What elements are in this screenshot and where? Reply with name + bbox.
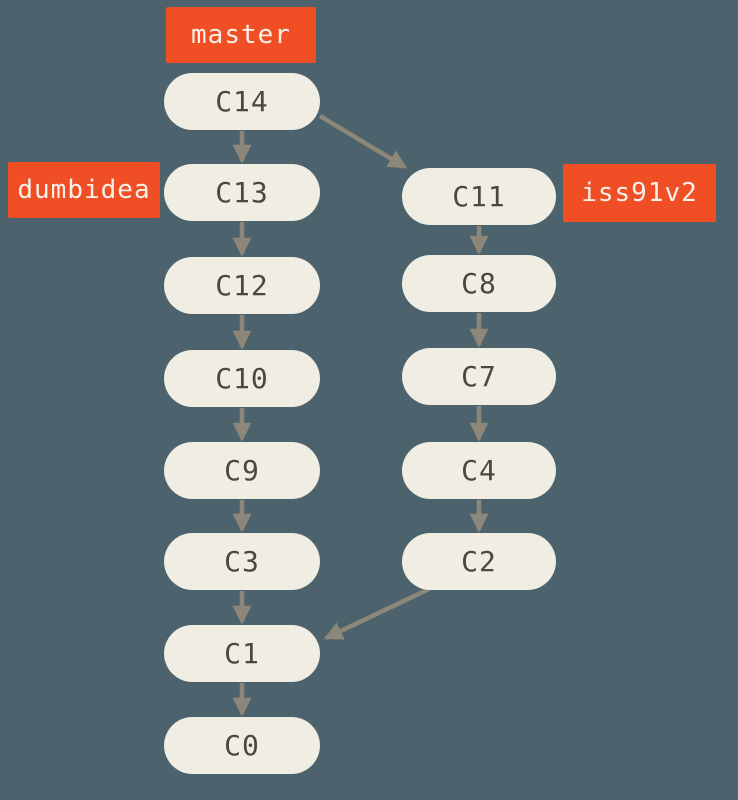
commit-node-C3: C3	[164, 533, 320, 590]
commit-node-C8: C8	[402, 255, 556, 312]
commit-node-C12: C12	[164, 257, 320, 314]
commit-node-C14: C14	[164, 73, 320, 130]
commit-node-C11: C11	[402, 168, 556, 225]
commit-node-C10: C10	[164, 350, 320, 407]
commit-node-C4: C4	[402, 442, 556, 499]
commit-node-C2: C2	[402, 533, 556, 590]
branch-label-iss91v2: iss91v2	[563, 164, 716, 222]
commit-node-C1: C1	[164, 625, 320, 682]
commit-node-C13: C13	[164, 164, 320, 221]
branch-label-dumbidea: dumbidea	[8, 162, 160, 218]
edge-C14-C11	[318, 114, 408, 169]
commit-node-C0: C0	[164, 717, 320, 774]
commit-node-C7: C7	[402, 348, 556, 405]
branch-label-master: master	[166, 7, 316, 63]
commit-node-C9: C9	[164, 442, 320, 499]
edge-C2-C1	[323, 586, 430, 641]
